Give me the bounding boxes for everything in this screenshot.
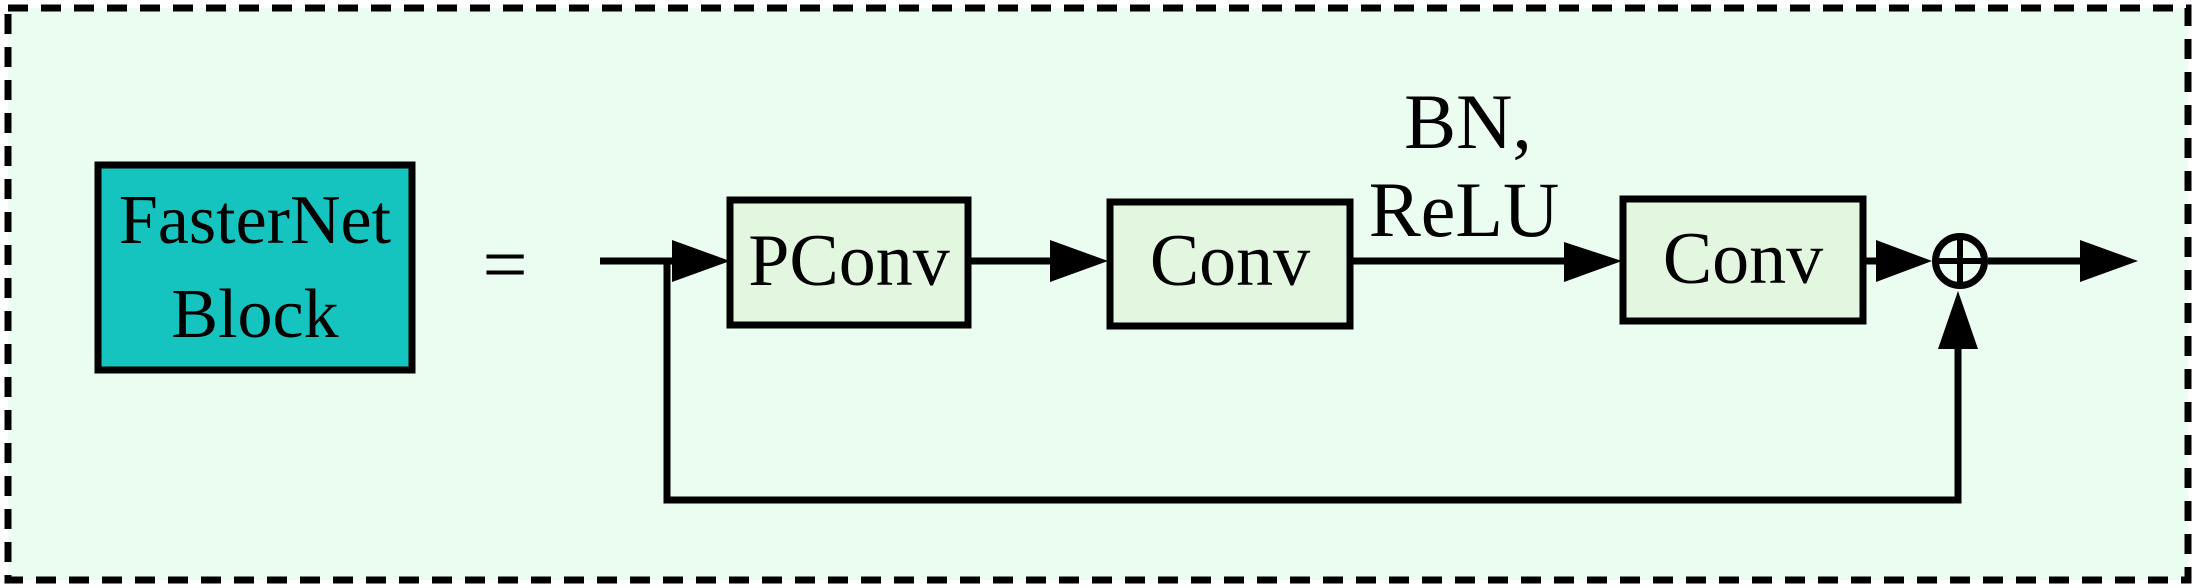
arrow-pconv-to-conv1 xyxy=(968,240,1108,282)
arrow-conv1-to-conv2 xyxy=(1350,242,1622,282)
bn-relu-annotation-line1: BN, xyxy=(1404,78,1532,165)
pconv-block-box xyxy=(726,196,972,329)
conv2-block-box xyxy=(1619,195,1867,325)
circled-plus-ring xyxy=(1932,233,1988,289)
arrow-pconv-to-conv1-arrowhead-icon xyxy=(1050,240,1108,282)
output-arrow xyxy=(1988,240,2138,282)
input-arrow xyxy=(600,240,730,282)
circled-plus-icon xyxy=(1932,233,1988,289)
residual-connection xyxy=(663,261,1978,504)
equals-sign: = xyxy=(482,221,527,309)
residual-connection-path xyxy=(663,261,1962,504)
conv2-block-label: Conv xyxy=(1663,218,1823,300)
pconv-block-label: PConv xyxy=(748,220,950,302)
bn-relu-annotation: BN, ReLU xyxy=(1369,78,1560,253)
legend-block-label-line1: FasterNet xyxy=(119,182,392,259)
legend-block-box xyxy=(94,161,416,374)
legend-block-label-line2: Block xyxy=(171,276,338,353)
arrow-conv2-to-sum-arrowhead-icon xyxy=(1876,240,1932,282)
residual-arrowhead-icon xyxy=(1938,291,1978,349)
conv1-block-box xyxy=(1106,198,1354,330)
pconv-block: PConv xyxy=(726,196,972,329)
legend-block: FasterNet Block xyxy=(94,161,416,374)
arrow-conv1-to-conv2-arrowhead-icon xyxy=(1564,242,1622,282)
input-arrowhead-icon xyxy=(672,240,730,282)
arrow-conv2-to-sum xyxy=(1863,240,1932,282)
conv1-block: Conv xyxy=(1106,198,1354,330)
output-arrowhead-icon xyxy=(2080,240,2138,282)
conv2-block: Conv xyxy=(1619,195,1867,325)
conv1-block-label: Conv xyxy=(1150,220,1310,302)
bn-relu-annotation-line2: ReLU xyxy=(1369,166,1560,253)
